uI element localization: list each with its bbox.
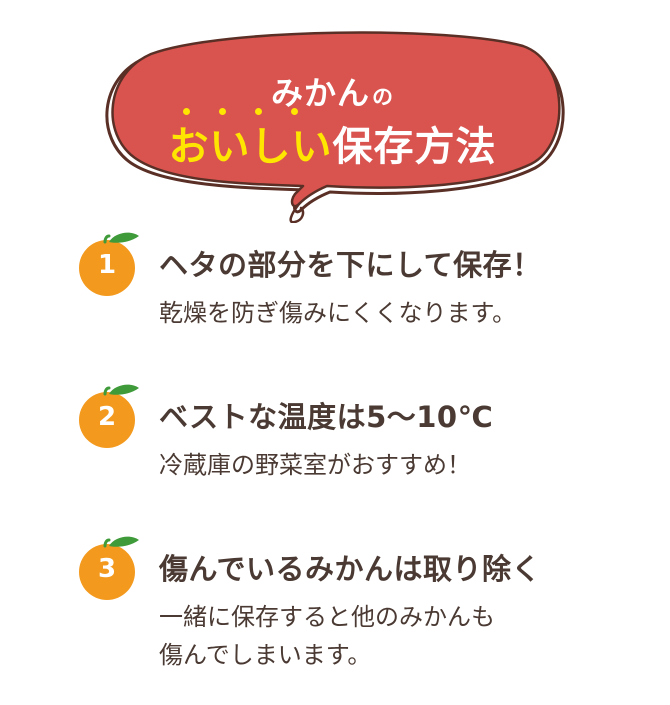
step-number: 2 [97, 402, 117, 432]
title-bubble: みかんの おいしい保存方法 [95, 28, 570, 223]
step-3: 3 傷んでいるみかんは取り除く 一緒に保存すると他のみかんも 傷んでしまいます。 [75, 532, 635, 682]
step-heading: ベストな温度は5〜10℃ [159, 400, 494, 434]
step-heading: 傷んでいるみかんは取り除く [159, 552, 542, 586]
step-description: 乾燥を防ぎ傷みにくくなります。 [159, 294, 516, 332]
title-particle: の [372, 85, 394, 109]
emphasis-dots [95, 108, 570, 120]
title-line2: おいしい保存方法 [95, 114, 570, 172]
orange-icon [79, 536, 139, 600]
step-number: 3 [97, 554, 117, 584]
step-description-line: 冷蔵庫の野菜室がおすすめ！ [159, 451, 471, 479]
step-2: 2 ベストな温度は5〜10℃ 冷蔵庫の野菜室がおすすめ！ [75, 380, 635, 490]
title-highlight: おいしい [168, 124, 333, 170]
orange-icon [79, 384, 139, 448]
step-description-line: 一緒に保存すると他のみかんも [159, 603, 495, 631]
title-main: みかん [270, 74, 370, 112]
step-1: 1 ヘタの部分を下にして保存！ 乾燥を防ぎ傷みにくくなります。 [75, 228, 635, 338]
step-description-line: 傷んでしまいます。 [159, 641, 372, 669]
orange-badge-1: 1 [75, 228, 145, 300]
orange-badge-3: 3 [75, 532, 145, 604]
orange-badge-2: 2 [75, 380, 145, 452]
step-number: 1 [97, 250, 117, 280]
step-heading: ヘタの部分を下にして保存！ [159, 248, 542, 282]
speech-bubble-shape [105, 31, 565, 223]
step-description: 一緒に保存すると他のみかんも 傷んでしまいます。 [159, 598, 495, 674]
title-rest: 保存方法 [332, 124, 497, 170]
orange-icon [79, 232, 139, 296]
title-line1: みかんの [95, 68, 570, 114]
step-description-line: 乾燥を防ぎ傷みにくくなります。 [159, 299, 517, 327]
step-description: 冷蔵庫の野菜室がおすすめ！ [159, 446, 471, 484]
